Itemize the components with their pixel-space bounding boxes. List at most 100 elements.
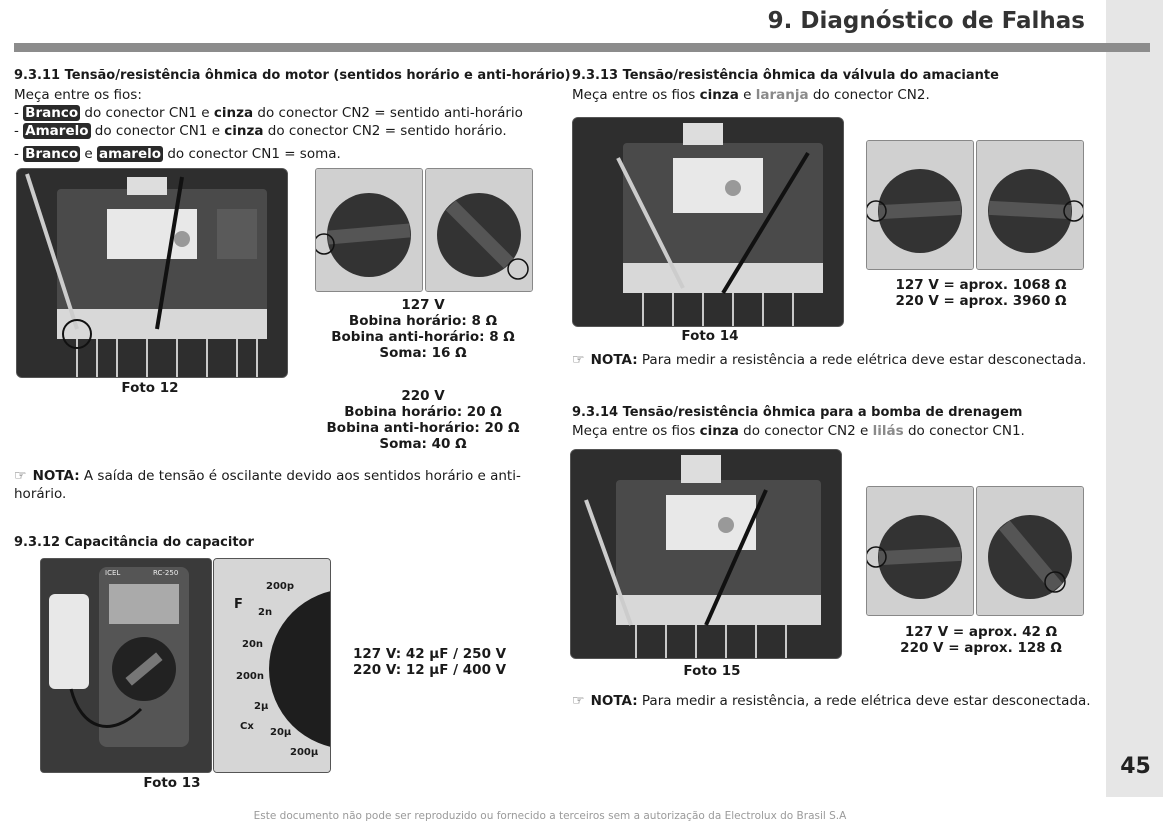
text: e [738,87,756,103]
values-220v: 220 V Bobina horário: 20 Ω Bobina anti-h… [318,388,528,452]
value-line: Bobina anti-horário: 8 Ω [331,329,515,345]
photo-12-caption: Foto 12 [90,380,210,396]
dial-label: 2μ [254,701,269,712]
section-9-3-13-instructions: Meça entre os fios cinza e laranja do co… [572,86,930,104]
meter-dial-1 [315,168,423,292]
wire-line-1: - Branco do conector CN1 e cinza do cone… [14,104,523,122]
dial-label: 2n [258,607,273,618]
note-text: Para medir a resistência a rede elétrica… [637,352,1087,368]
dial-label: 200p [266,581,295,592]
text: do conector CN1 = soma. [163,146,341,162]
text: do conector CN1 e [80,105,214,121]
value-line: 220 V = aprox. 128 Ω [900,640,1062,656]
note-text: A saída de tensão é oscilante devido aos… [14,468,521,502]
dial-label: F [234,597,243,612]
pointing-hand-icon: ☞ [14,468,27,484]
value-line: 127 V = aprox. 42 Ω [904,624,1058,640]
text: Meça entre os fios [572,87,700,103]
page-number: 45 [1120,754,1151,779]
caption-text: Foto 12 [121,380,179,396]
photo-15-caption: Foto 15 [652,663,772,679]
meter-model: RC-250 [153,569,179,577]
note-text: Para medir a resistência, a rede elétric… [637,693,1091,709]
meter-dial-6 [976,486,1084,616]
meter-dial-3 [866,140,974,270]
wire-gray: cinza [224,123,264,139]
pointing-hand-icon: ☞ [572,693,585,709]
text: do conector CN1. [903,423,1025,439]
dial-label: 200μ [290,747,319,758]
page-title: 9. Diagnóstico de Falhas [767,8,1085,34]
note-label: NOTA: [32,468,80,484]
dial-label: 20μ [270,727,292,738]
caption-text: Foto 13 [143,775,201,791]
photo-14-caption: Foto 14 [650,328,770,344]
caption-text: Foto 15 [683,663,741,679]
pointing-hand-icon: ☞ [572,352,585,368]
dial-label: 200n [236,671,264,682]
wire-white: Branco [23,105,81,121]
value-line: Soma: 16 Ω [379,345,467,361]
caption-text: Foto 14 [681,328,739,344]
dial-label: Cx [240,721,254,732]
valve-values: 127 V = aprox. 1068 Ω 220 V = aprox. 396… [866,277,1096,309]
dash: - [14,123,24,139]
wire-gray: cinza [699,423,739,439]
wire-yellow: Amarelo [23,123,91,139]
photo-14-board [572,117,844,327]
value-line: 127 V [401,297,445,313]
note-9-3-13: ☞ NOTA: Para medir a resistência a rede e… [572,351,1086,369]
section-9-3-14-instructions: Meça entre os fios cinza do conector CN2… [572,422,1025,440]
section-9-3-12-heading: 9.3.12 Capacitância do capacitor [14,535,254,550]
wire-line-2: - Amarelo do conector CN1 e cinza do con… [14,122,507,140]
dash: - [14,105,24,121]
text: do conector CN2 = sentido anti-horário [253,105,523,121]
value-line: 127 V: 42 μF / 250 V [353,646,507,662]
value-line: 220 V [401,388,445,404]
note-9-3-11: ☞ NOTA: A saída de tensão é oscilante dev… [14,467,534,503]
value-line: 220 V: 12 μF / 400 V [353,662,507,678]
meter-dial-2 [425,168,533,292]
text: Meça entre os fios [572,423,700,439]
page-sidebar [1106,0,1163,797]
text: do conector CN2 = sentido horário. [263,123,507,139]
section-9-3-14-heading: 9.3.14 Tensão/resistência ôhmica para a … [572,405,1023,420]
footer-disclaimer: Este documento não pode ser reproduzido … [253,810,847,822]
note-9-3-14: ☞ NOTA: Para medir a resistência, a rede … [572,692,1091,710]
wire-line-3: - Branco e amarelo do conector CN1 = som… [14,145,341,163]
text: do conector CN2. [808,87,930,103]
wire-gray: cinza [699,87,739,103]
value-line: Bobina horário: 20 Ω [344,404,502,420]
text: do conector CN1 e [90,123,225,139]
capacitor-values: 127 V: 42 μF / 250 V 220 V: 12 μF / 400 … [353,646,506,678]
note-label: NOTA: [590,693,638,709]
section-9-3-11-heading: 9.3.11 Tensão/resistência ôhmica do moto… [14,68,571,83]
text: do conector CN2 e [738,423,873,439]
header-rule [14,43,1150,52]
wire-orange: laranja [755,87,809,103]
meter-dial-5 [866,486,974,616]
value-line: Bobina horário: 8 Ω [348,313,498,329]
wire-gray: cinza [213,105,254,121]
note-label: NOTA: [590,352,638,368]
meter-brand: ICEL [105,569,121,577]
photo-15-board [570,449,842,659]
wire-purple: lilás [872,423,904,439]
photo-12-board [16,168,288,378]
value-line: 220 V = aprox. 3960 Ω [895,293,1067,309]
section-9-3-11-intro: Meça entre os fios: [14,87,142,103]
text: e [80,146,98,162]
value-line: 127 V = aprox. 1068 Ω [895,277,1067,293]
wire-yellow: amarelo [97,146,164,162]
section-9-3-13-heading: 9.3.13 Tensão/resistência ôhmica da válv… [572,68,999,83]
dash: - [14,146,24,162]
wire-white: Branco [23,146,81,162]
value-line: Bobina anti-horário: 20 Ω [326,420,520,436]
values-127v: 127 V Bobina horário: 8 Ω Bobina anti-ho… [318,297,528,361]
value-line: Soma: 40 Ω [379,436,467,452]
photo-13-dial-closeup: 200p 2n 20n 200n 2μ 20μ 200μ F Cx [213,558,331,773]
pump-values: 127 V = aprox. 42 Ω 220 V = aprox. 128 Ω [866,624,1096,656]
dial-label: 20n [242,639,264,650]
photo-13-capacitor: ICEL RC-250 [40,558,212,773]
photo-13-caption: Foto 13 [112,775,232,791]
